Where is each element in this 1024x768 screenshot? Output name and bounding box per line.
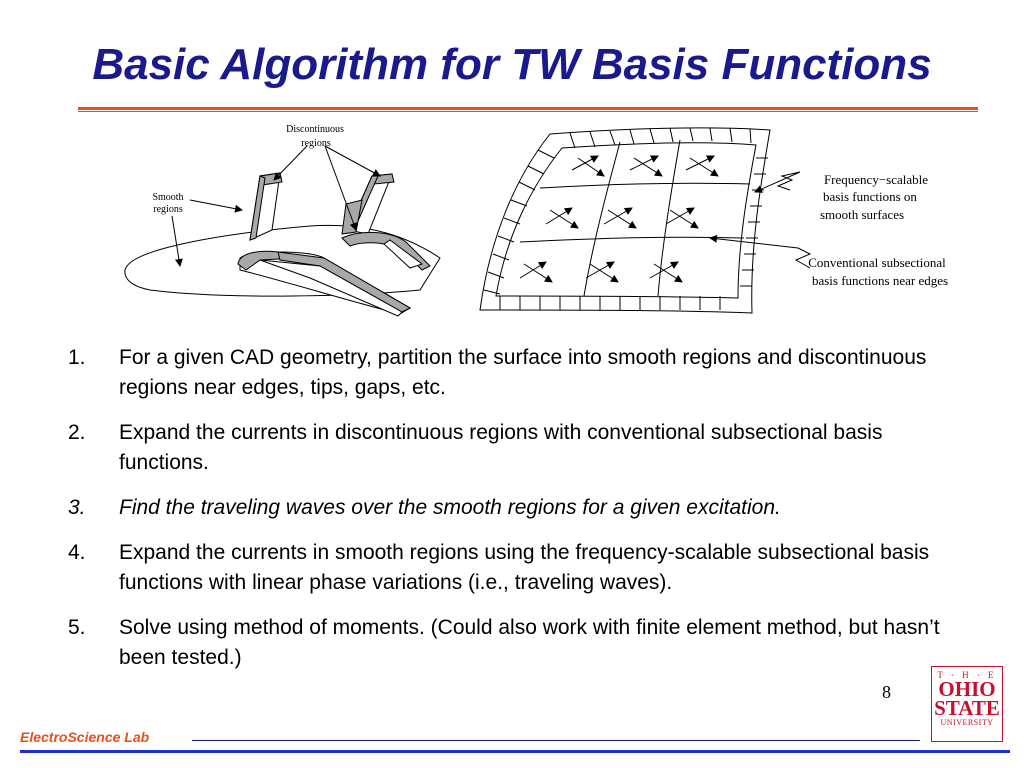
- step-number: 2.: [68, 421, 86, 444]
- label-discontinuous-1: Discontinuous: [286, 124, 344, 135]
- aircraft-drawing: [124, 145, 441, 317]
- label-smooth-1: Smooth: [152, 192, 183, 203]
- step-number: 4.: [68, 541, 86, 564]
- bottom-bar: [20, 750, 1010, 753]
- grid-drawing: [479, 127, 812, 314]
- step-text: For a given CAD geometry, partition the …: [119, 346, 927, 399]
- step-text: Solve using method of moments. (Could al…: [119, 616, 940, 669]
- figure-svg: Discontinuous regions Smooth regions: [124, 124, 948, 317]
- step-text: Find the traveling waves over the smooth…: [119, 496, 781, 519]
- step-number: 3.: [68, 496, 86, 519]
- step-number: 1.: [68, 346, 86, 369]
- label-discontinuous-2: regions: [301, 138, 331, 149]
- step-text: Expand the currents in smooth regions us…: [119, 541, 930, 594]
- step-number: 5.: [68, 616, 86, 639]
- list-item: 4. Expand the currents in smooth regions…: [68, 538, 958, 598]
- label-freq-1: Frequency−scalable: [824, 172, 928, 187]
- list-item: 1. For a given CAD geometry, partition t…: [68, 343, 958, 403]
- logo-the: T · H · E: [937, 670, 997, 680]
- logo-ohio: OHIO: [938, 677, 996, 701]
- title-underline: [78, 107, 978, 112]
- label-conv-2: basis functions near edges: [812, 273, 948, 288]
- steps-list: 1. For a given CAD geometry, partition t…: [68, 343, 958, 688]
- page-number: 8: [882, 682, 891, 702]
- step-text: Expand the currents in discontinuous reg…: [119, 421, 883, 474]
- footer-divider: [192, 740, 920, 741]
- logo-state: STATE: [934, 696, 1000, 720]
- ohio-state-logo: T · H · E OHIO STATE UNIVERSITY: [931, 666, 1003, 742]
- list-item: 2. Expand the currents in discontinuous …: [68, 418, 958, 478]
- label-freq-2: basis functions on: [823, 189, 917, 204]
- list-item: 5. Solve using method of moments. (Could…: [68, 613, 958, 673]
- label-freq-3: smooth surfaces: [820, 207, 904, 222]
- list-item: 3. Find the traveling waves over the smo…: [68, 493, 958, 523]
- footer-label: ElectroScience Lab: [20, 729, 150, 745]
- logo-university: UNIVERSITY: [940, 718, 994, 727]
- figure: Discontinuous regions Smooth regions: [110, 118, 970, 328]
- slide-title: Basic Algorithm for TW Basis Functions: [92, 40, 932, 89]
- label-conv-1: Conventional subsectional: [808, 255, 946, 270]
- label-smooth-2: regions: [153, 204, 183, 215]
